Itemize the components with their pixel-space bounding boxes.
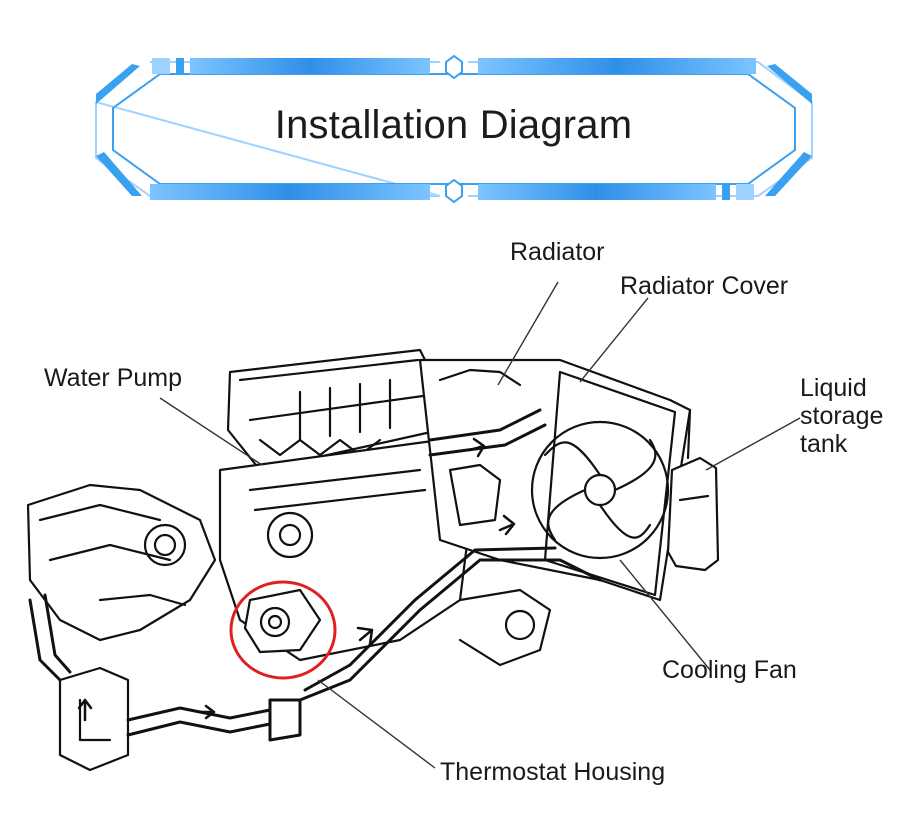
flow-arrows (77, 437, 516, 722)
leader-lines (159, 281, 801, 769)
label-radiator: Radiator (510, 238, 605, 266)
radiator-assembly (418, 358, 692, 602)
label-water-pump: Water Pump (44, 364, 183, 392)
coolant-reservoir (666, 408, 720, 572)
cylinder-head (226, 348, 442, 472)
intake-manifold (26, 483, 217, 642)
title-banner (95, 54, 813, 204)
label-thermostat-housing: Thermostat Housing (440, 758, 666, 786)
thermostat-highlight-circle (229, 580, 337, 680)
label-cooling-fan: Cooling Fan (662, 656, 797, 684)
label-radiator-cover: Radiator Cover (620, 272, 789, 300)
thermostat-housing-part (243, 588, 322, 654)
label-liquid-storage-tank: Liquid storage tank (800, 374, 884, 458)
page-title: Installation Diagram (274, 103, 633, 147)
heater-core (58, 666, 130, 772)
